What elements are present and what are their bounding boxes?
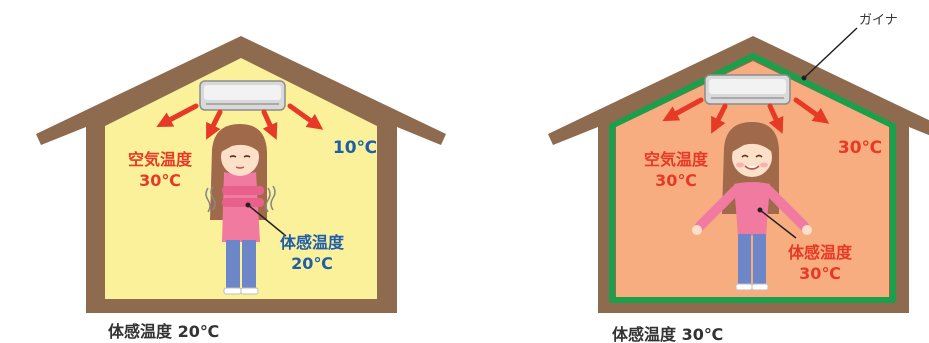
- gaina-label: ガイナ: [859, 13, 898, 28]
- right-felt-temp-label: 体感温度: [788, 243, 853, 262]
- right-caption: 体感温度 30℃: [612, 325, 723, 343]
- left-wall-temp: 10℃: [333, 138, 377, 158]
- left-air-temp-value: 30℃: [139, 171, 181, 190]
- gaina-lining: [609, 53, 896, 303]
- right-warm-air-arrows: [662, 97, 830, 134]
- left-caption: 体感温度 20℃: [108, 322, 219, 341]
- left-air-temp-label: 空気温度: [128, 150, 193, 169]
- gaina-leader-line: [803, 27, 858, 79]
- left-felt-pointer: [247, 204, 287, 237]
- right-felt-pointer: [759, 209, 797, 239]
- right-felt-temp-value: 30℃: [799, 264, 841, 283]
- right-air-temp-value: 30℃: [655, 171, 697, 190]
- right-air-conditioner: [704, 74, 791, 105]
- left-felt-temp-label: 体感温度: [280, 233, 345, 252]
- right-wall-temp: 30℃: [838, 138, 882, 158]
- right-house: 空気温度 30℃ 30℃ 体感温度 30℃: [548, 36, 929, 313]
- left-house: 空気温度 30℃ 10℃ 体感温度 20℃: [36, 36, 446, 313]
- left-felt-temp-value: 20℃: [291, 254, 333, 273]
- right-air-temp-label: 空気温度: [644, 150, 709, 169]
- left-person-cold: [205, 124, 276, 295]
- left-air-conditioner: [199, 80, 286, 111]
- right-person-warm: [692, 122, 812, 291]
- left-warm-air-arrows: [156, 103, 324, 140]
